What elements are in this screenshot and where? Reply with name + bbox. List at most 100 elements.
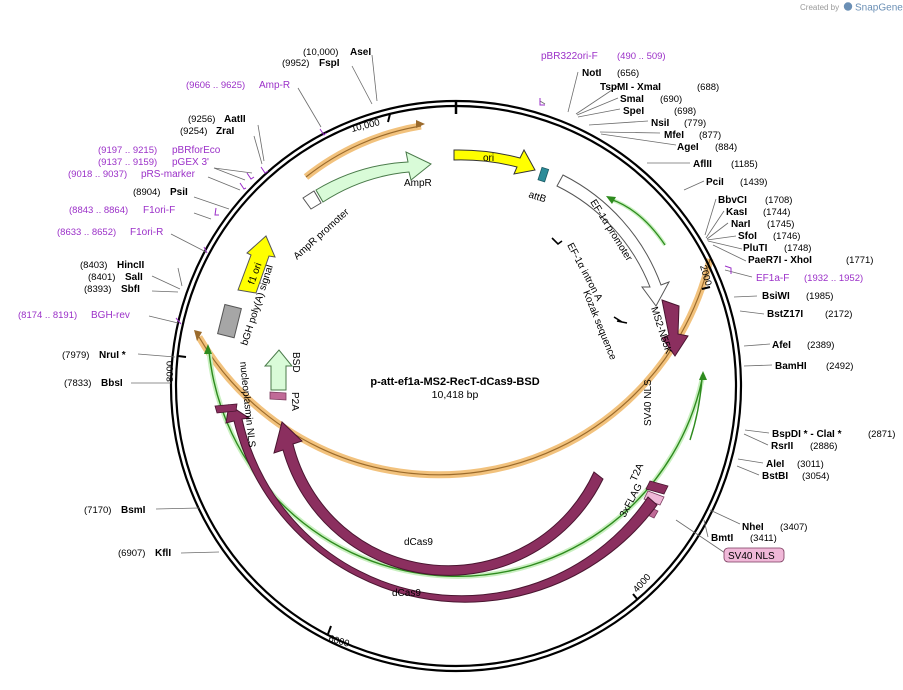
enzyme-paer7i-xhoi[interactable]: PaeR7I - XhoI <box>748 255 812 266</box>
enzyme-nrui[interactable]: NruI * <box>99 350 126 361</box>
enzyme-nari[interactable]: NarI <box>731 219 751 230</box>
enzyme-bspdi-clai[interactable]: BspDI * - ClaI * <box>772 429 842 440</box>
enzyme-pos-nari: (1745) <box>767 219 794 230</box>
primer-f1ori-r[interactable]: F1ori-R <box>130 227 163 238</box>
enzyme-rsrii[interactable]: RsrII <box>771 441 793 452</box>
ef1a-promoter-feature[interactable] <box>556 174 671 307</box>
dcas9-inner-feature[interactable] <box>273 421 604 576</box>
attB-feature[interactable] <box>537 166 550 183</box>
enzyme-nhei[interactable]: NheI <box>742 522 764 533</box>
tick-label-8000: 8000 <box>165 361 176 382</box>
primer-bgh-rev[interactable]: BGH-rev <box>91 310 130 321</box>
enzyme-sali[interactable]: SalI <box>125 272 143 283</box>
green-band-outer-arrow <box>204 344 212 354</box>
amp-region-line <box>305 125 422 178</box>
sv40-nls-tag[interactable]: SV40 NLS <box>723 547 785 563</box>
enzyme-asei[interactable]: AseI <box>350 47 371 58</box>
primer-ef1a-f[interactable]: EF1a-F <box>756 273 789 284</box>
enzyme-pos-bmti: (3411) <box>750 533 777 544</box>
enzyme-pos-zrai: (9254) <box>180 126 207 137</box>
enzyme-pos-spei: (698) <box>674 106 696 117</box>
enzyme-pos-aflii: (1185) <box>731 159 758 170</box>
t2a-label: T2A <box>629 462 647 484</box>
ampr-promoter-label: AmpR promoter <box>292 206 352 262</box>
enzyme-bbvci[interactable]: BbvCI <box>718 195 747 206</box>
nucleoplasmin-nls-feature[interactable] <box>214 403 238 414</box>
primer-pos-f1ori-r: (8633 .. 8652) <box>57 227 116 238</box>
enzyme-zrai[interactable]: ZraI <box>216 126 235 137</box>
enzyme-bstz17i[interactable]: BstZ17I <box>767 309 803 320</box>
tick-label-4000: 4000 <box>631 572 653 595</box>
ampr-promoter-feature[interactable] <box>302 190 322 210</box>
enzyme-bmti[interactable]: BmtI <box>711 533 733 544</box>
enzyme-pos-sfoi: (1746) <box>773 231 800 242</box>
tick-label-6000: 6000 <box>327 633 350 649</box>
enzyme-bamhi[interactable]: BamHI <box>775 361 807 372</box>
enzyme-afei[interactable]: AfeI <box>772 340 791 351</box>
orange-band-main-arrow <box>194 330 202 341</box>
primer-pos-pbrforeco: (9197 .. 9215) <box>98 145 157 156</box>
enzyme-sfoi[interactable]: SfoI <box>738 231 757 242</box>
tick-6000 <box>327 625 332 635</box>
primer-amp-r[interactable]: Amp-R <box>259 80 290 91</box>
enzyme-nsii[interactable]: NsiI <box>651 118 670 129</box>
ms2-feature[interactable] <box>661 299 689 357</box>
p2a-feature[interactable] <box>269 391 287 401</box>
primer-f1ori-f[interactable]: F1ori-F <box>143 205 175 216</box>
enzyme-bsmi[interactable]: BsmI <box>121 505 146 516</box>
enzyme-mfei[interactable]: MfeI <box>664 130 684 141</box>
enzyme-psii[interactable]: PsiI <box>170 187 188 198</box>
enzyme-pos-bstbi: (3054) <box>802 471 829 482</box>
enzyme-pos-bspdi-clai: (2871) <box>868 429 895 440</box>
enzyme-smai[interactable]: SmaI <box>620 94 644 105</box>
f1-ori-feature[interactable] <box>237 235 276 294</box>
enzyme-kasi[interactable]: KasI <box>726 207 747 218</box>
primer-pbr322ori-f[interactable]: pBR322ori-F <box>541 51 598 62</box>
plasmid-name: p-att-ef1a-MS2-RecT-dCas9-BSD <box>370 376 539 388</box>
dcas9-inner-label: dCas9 <box>404 537 433 548</box>
primer-pos-pgex3: (9137 .. 9159) <box>98 157 157 168</box>
enzyme-bbsi[interactable]: BbsI <box>101 378 123 389</box>
enzyme-spei[interactable]: SpeI <box>623 106 644 117</box>
t2a-feature[interactable] <box>643 490 665 506</box>
enzyme-tspmi-xmai[interactable]: TspMI - XmaI <box>600 82 661 93</box>
enzyme-agei[interactable]: AgeI <box>677 142 699 153</box>
enzyme-bsiwi[interactable]: BsiWI <box>762 291 790 302</box>
dcas9-outer-label: dCas9 <box>392 588 421 599</box>
enzyme-pos-aatii: (9256) <box>188 114 215 125</box>
enzyme-pos-tspmi-xmai: (688) <box>697 82 719 93</box>
enzyme-pos-bbvci: (1708) <box>765 195 792 206</box>
sv40-nls-label: SV40 NLS <box>643 379 654 426</box>
enzyme-pcii[interactable]: PciI <box>706 177 724 188</box>
enzyme-pos-sbfi: (8393) <box>84 284 111 295</box>
p2a-label: P2A <box>289 392 300 411</box>
ori-feature[interactable] <box>453 148 536 175</box>
enzyme-pluti[interactable]: PluTI <box>743 243 768 254</box>
enzyme-pos-nhei: (3407) <box>780 522 807 533</box>
primer-list-left: (9606 .. 9625) Amp-R (9197 .. 9215) pBRf… <box>18 80 290 321</box>
enzyme-alei[interactable]: AleI <box>766 459 785 470</box>
bsd-feature[interactable] <box>263 349 294 391</box>
dcas9-outer-feature[interactable] <box>225 404 658 603</box>
enzyme-hincii[interactable]: HincII <box>117 260 144 271</box>
bgh-polya-feature[interactable] <box>217 303 242 339</box>
enzyme-kfli[interactable]: KflI <box>155 548 171 559</box>
enzyme-sbfi[interactable]: SbfI <box>121 284 140 295</box>
sv40-nls-tag-label: SV40 NLS <box>728 551 775 562</box>
enzyme-aflii[interactable]: AflII <box>693 159 712 170</box>
primer-pgex3[interactable]: pGEX 3' <box>172 157 209 168</box>
green-band-outer-line <box>208 350 704 577</box>
enzyme-fspi[interactable]: FspI <box>319 58 340 69</box>
enzyme-bstbi[interactable]: BstBI <box>762 471 788 482</box>
primer-prs-marker[interactable]: pRS-marker <box>141 169 196 180</box>
attB-label: attB <box>527 189 548 205</box>
enzyme-pos-agei: (884) <box>715 142 737 153</box>
ampr-feature[interactable] <box>315 151 432 203</box>
primer-pos-prs-marker: (9018 .. 9037) <box>68 169 127 180</box>
primer-pbrforeco[interactable]: pBRforEco <box>172 145 221 156</box>
enzyme-pos-nrui: (7979) <box>62 350 89 361</box>
primer-pos-ef1a-f: (1932 .. 1952) <box>804 273 863 284</box>
enzyme-noti[interactable]: NotI <box>582 68 602 79</box>
sv40-nls-feature[interactable] <box>645 480 669 495</box>
enzyme-aatii[interactable]: AatII <box>224 114 246 125</box>
